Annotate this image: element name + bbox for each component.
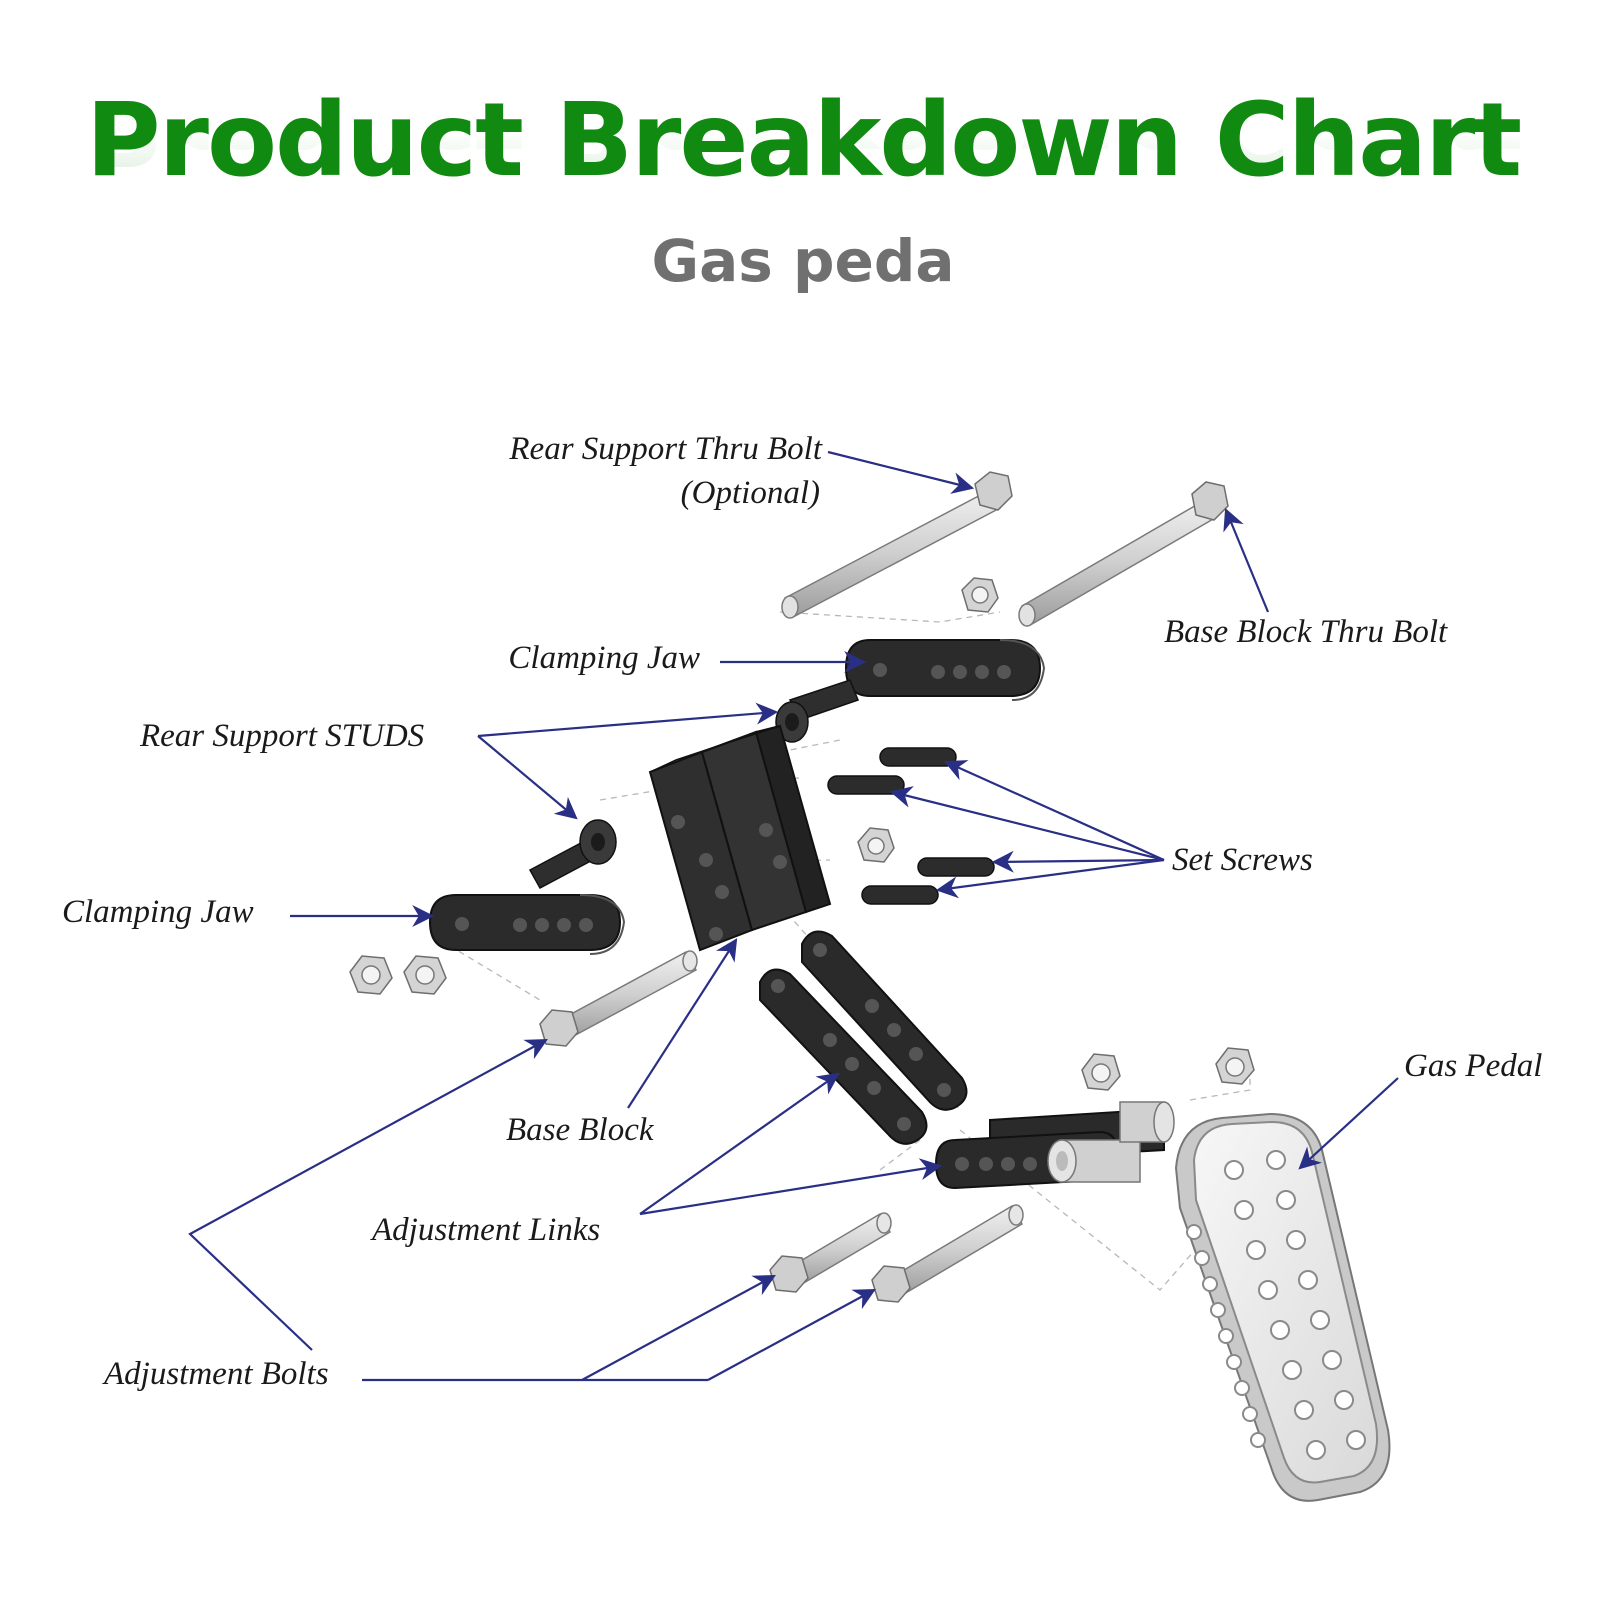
label-clamping-jaw-top: Clamping Jaw	[508, 640, 700, 676]
adjustment-links	[759, 930, 968, 1145]
leader-rear-studs-upper	[477, 702, 779, 738]
label-gas-pedal: Gas Pedal	[1404, 1048, 1542, 1084]
label-base-block: Base Block	[506, 1112, 655, 1148]
leader-rear-studs-lower	[477, 735, 578, 820]
leader-lines	[188, 450, 1399, 1382]
rear-support-thru-bolt	[781, 471, 1013, 619]
leader-rear-support-thru-bolt	[827, 450, 975, 494]
base-block-thru-bolt	[1018, 481, 1229, 627]
leader-base-block-thru-bolt	[1223, 507, 1270, 613]
leader-set-screw-1	[943, 760, 1165, 862]
base-block	[648, 724, 832, 952]
label-clamping-jaw-left: Clamping Jaw	[62, 894, 254, 930]
lower-rear-support-stud	[528, 819, 617, 890]
leader-set-screw-3	[991, 850, 1165, 873]
label-adjustment-links: Adjustment Links	[370, 1212, 600, 1248]
label-rear-support-thru-bolt-note: (Optional)	[681, 475, 820, 511]
middle-nut	[857, 827, 895, 863]
leader-adjustment-bolts-2	[707, 1288, 876, 1381]
page-title: Product Breakdown Chart	[85, 81, 1522, 200]
upper-clamping-jaw	[844, 639, 1046, 701]
left-nuts	[349, 955, 447, 995]
label-set-screws: Set Screws	[1172, 842, 1313, 878]
leader-adjustment-links-2	[639, 1158, 943, 1216]
leader-set-screw-4	[935, 858, 1165, 899]
lower-clamping-jaw	[428, 894, 626, 955]
gas-pedal	[1174, 1112, 1391, 1502]
page-subtitle: Gas peda	[651, 227, 955, 295]
leader-adjustment-bolts-1	[581, 1274, 776, 1381]
top-nut	[961, 577, 999, 613]
label-rear-support-studs: Rear Support STUDS	[139, 718, 424, 754]
label-adjustment-bolts: Adjustment Bolts	[102, 1356, 329, 1392]
leader-set-screw-2	[889, 786, 1165, 862]
leader-base-block	[627, 938, 738, 1109]
label-base-block-thru-bolt: Base Block Thru Bolt	[1164, 614, 1448, 650]
lower-adjustment-bolts	[769, 1204, 1024, 1303]
pivot-assembly	[934, 1101, 1175, 1190]
upper-rear-support-stud	[775, 679, 859, 743]
leader-gas-pedal	[1298, 1077, 1399, 1170]
upper-adjustment-bolt	[539, 950, 698, 1047]
right-nuts	[1081, 1047, 1255, 1091]
leader-adjustment-links-1	[639, 1072, 840, 1215]
leader-adjustment-bolts-upper	[188, 1038, 548, 1351]
label-rear-support-thru-bolt: Rear Support Thru Bolt	[508, 431, 822, 467]
set-screws	[827, 747, 995, 905]
